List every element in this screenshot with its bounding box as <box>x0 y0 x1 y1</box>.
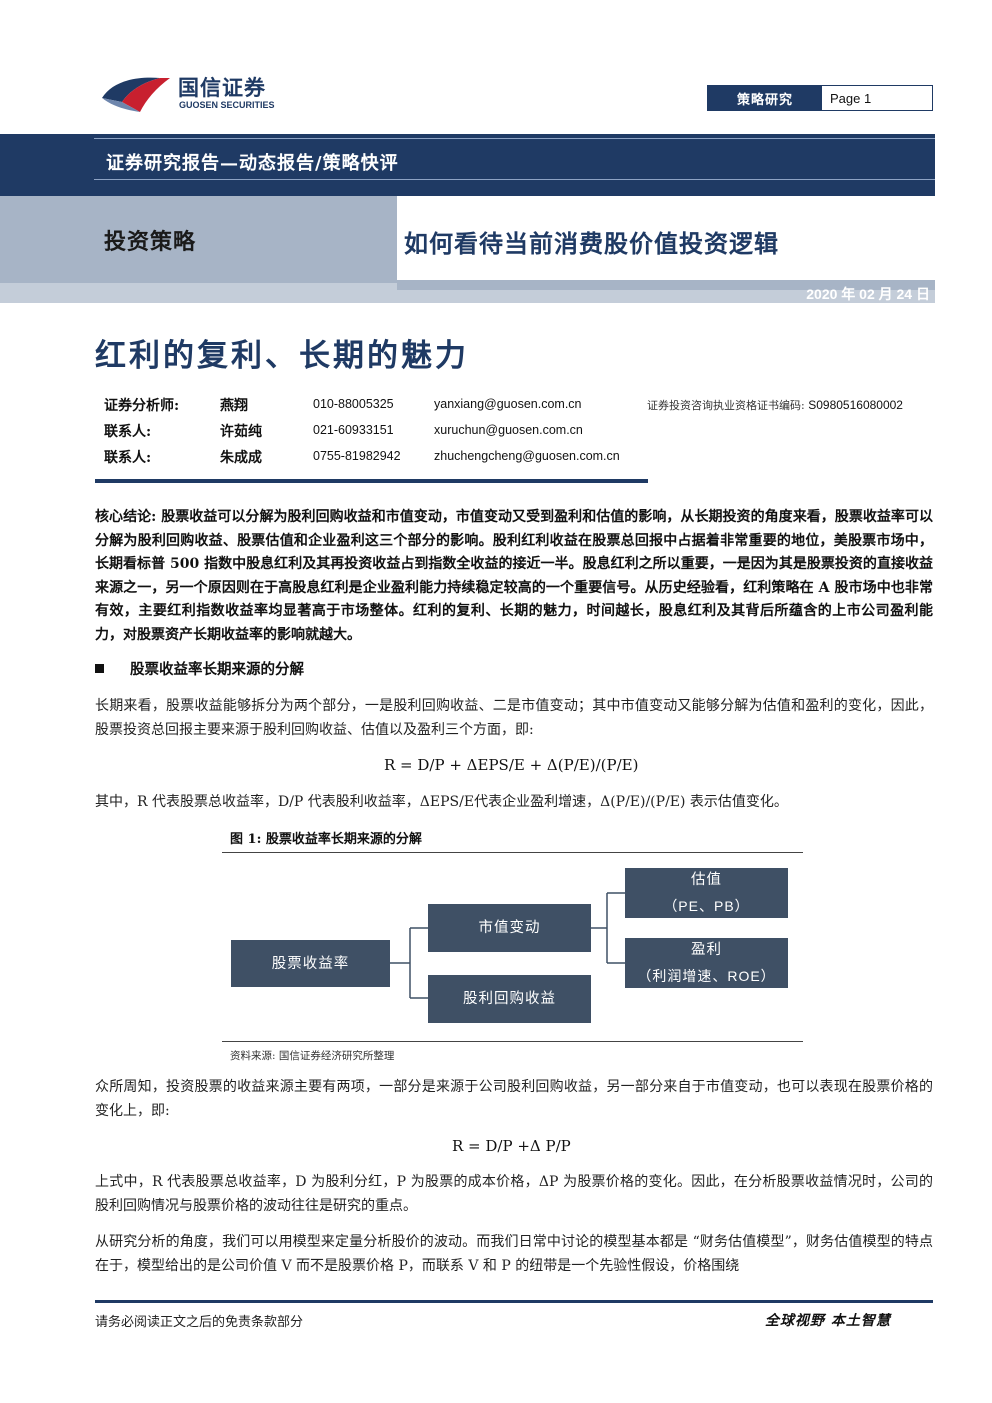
contact-name: 许茹纯 <box>220 424 262 440</box>
paragraph-2: 其中，R 代表股票总收益率，D/P 代表股利收益率，ΔEPS/E代表企业盈利增速… <box>95 794 788 810</box>
contact-role: 联系人: <box>104 424 152 440</box>
certificate: 证券投资咨询执业资格证书编码: S0980516080002 <box>647 397 903 413</box>
category-panel <box>0 196 397 290</box>
report-title: 如何看待当前消费股价值投资逻辑 <box>404 229 779 258</box>
footer-disclaimer: 请务必阅读正文之后的免责条款部分 <box>95 1315 304 1330</box>
guosen-logo-icon <box>102 77 170 112</box>
box-earnings: 盈利 （利润增速、ROE） <box>625 938 788 988</box>
box-valuation-label: 估值 <box>691 872 722 888</box>
box-dividend-label: 股利回购收益 <box>463 991 556 1007</box>
box-market-change-label: 市值变动 <box>478 920 541 936</box>
analyst-name: 燕翔 <box>220 398 248 414</box>
certificate-label: 证券投资咨询执业资格证书编码: <box>647 399 805 412</box>
section-heading: 股票收益率长期来源的分解 <box>95 658 304 679</box>
contact-email[interactable]: zhuchengcheng@guosen.com.cn <box>434 449 620 463</box>
box-stock-return-label: 股票收益率 <box>271 955 350 972</box>
footer-slogan: 全球视野 本土智慧 <box>765 1313 891 1329</box>
paragraph-5: 从研究分析的角度，我们可以用模型来定量分析股价的波动。而我们日常中讨论的模型基本… <box>95 1234 933 1274</box>
bullet-square-icon <box>95 664 104 673</box>
box-valuation: 估值 （PE、PB） <box>625 868 788 918</box>
paragraph-3: 众所周知，投资股票的收益来源主要有两项，一部分是来源于公司股利回购收益，另一部分… <box>95 1079 933 1119</box>
page-number: Page 1 <box>822 86 932 110</box>
logo-english-name: GUOSEN SECURITIES <box>179 100 275 110</box>
contact-phone: 021-60933151 <box>313 423 394 437</box>
section-heading-text: 股票收益率长期来源的分解 <box>130 661 304 678</box>
paragraph-4: 上式中，R 代表股票总收益率，D 为股利分红，P 为股票的成本价格，ΔP 为股票… <box>95 1174 933 1214</box>
company-logo: 国信证券 GUOSEN SECURITIES <box>100 68 280 118</box>
contact-phone: 0755-81982942 <box>313 449 401 463</box>
figure-source: 资料来源: 国信证券经济研究所整理 <box>230 1050 395 1062</box>
analyst-email[interactable]: yanxiang@guosen.com.cn <box>434 397 582 411</box>
figure-top-rule <box>222 852 803 853</box>
box-earnings-label: 盈利 <box>691 942 722 958</box>
figure-title: 图 1: 股票收益率长期来源的分解 <box>230 832 422 847</box>
figure-bottom-rule <box>222 1041 803 1042</box>
formula-2: R = D/P +Δ P/P <box>452 1137 571 1155</box>
box-market-change: 市值变动 <box>428 904 591 952</box>
box-earnings-sub: （利润增速、ROE） <box>637 968 776 984</box>
box-valuation-sub: （PE、PB） <box>663 898 750 914</box>
report-title-panel <box>397 196 935 280</box>
formula-1: R = D/P + ΔEPS/E + Δ(P/E)/(P/E) <box>384 756 639 774</box>
paragraph-1: 长期来看，股票收益能够拆分为两个部分，一是股利回购收益、二是市值变动；其中市值变… <box>95 698 933 738</box>
title-panel-strip <box>397 280 935 290</box>
core-conclusion: 核心结论: 股票收益可以分解为股利回购收益和市值变动，市值变动又受到盈利和估值的… <box>95 509 933 643</box>
contact-role: 联系人: <box>104 450 152 466</box>
contact-name: 朱成成 <box>220 450 262 466</box>
box-stock-return: 股票收益率 <box>231 940 390 987</box>
analyst-role: 证券分析师: <box>104 398 180 414</box>
analyst-phone: 010-88005325 <box>313 397 394 411</box>
page-title: 红利的复利、长期的魅力 <box>95 338 469 374</box>
logo-chinese-name: 国信证券 <box>178 76 266 100</box>
report-category: 投资策略 <box>104 229 197 255</box>
contact-email[interactable]: xuruchun@guosen.com.cn <box>434 423 583 437</box>
footer-divider <box>95 1300 933 1303</box>
analyst-divider <box>95 479 648 483</box>
report-type-banner: 证券研究报告—动态报告/策略快评 <box>0 134 935 196</box>
certificate-number: S0980516080002 <box>808 398 903 412</box>
section-tag: 策略研究 Page 1 <box>707 85 933 111</box>
report-date: 2020 年 02 月 24 日 <box>806 286 930 302</box>
box-dividend: 股利回购收益 <box>428 975 591 1023</box>
section-tag-label: 策略研究 <box>708 86 822 110</box>
banner-frame: 证券研究报告—动态报告/策略快评 <box>94 138 935 180</box>
banner-text: 证券研究报告—动态报告/策略快评 <box>106 153 399 174</box>
